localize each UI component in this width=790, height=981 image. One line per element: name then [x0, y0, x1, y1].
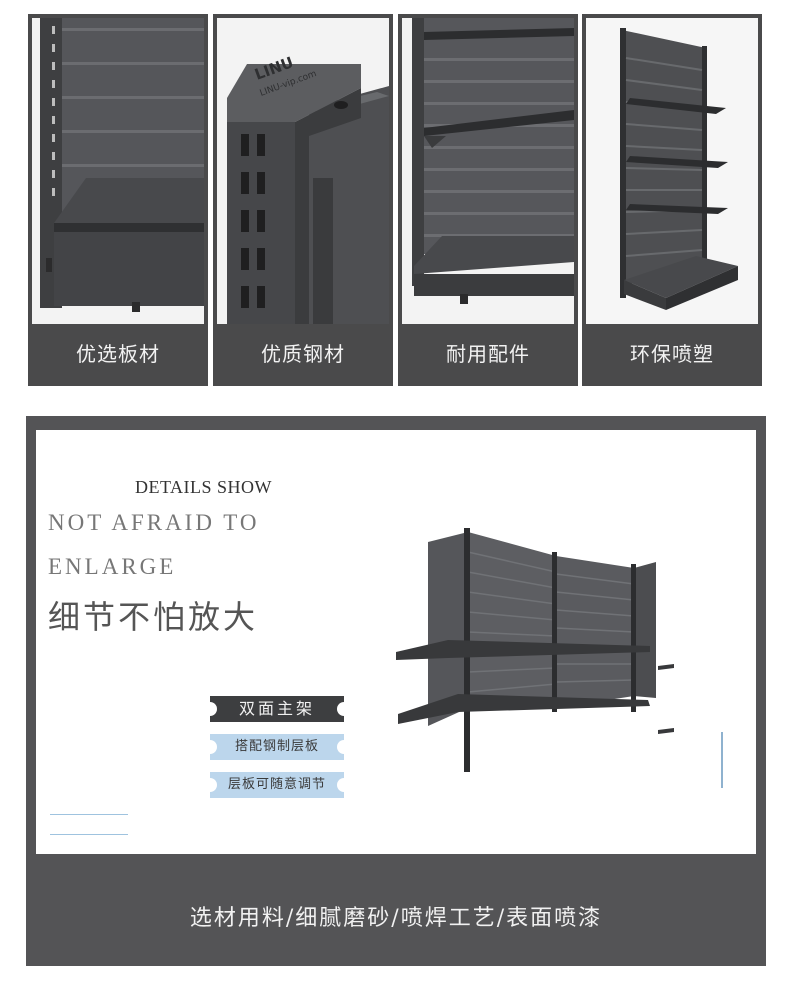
slatted-panel-photo [32, 18, 204, 324]
feature-caption: 环保喷塑 [630, 342, 714, 366]
details-section: DETAILS SHOW NOT AFRAID TO ENLARGE 细节不怕放… [26, 416, 766, 966]
single-sided-shelf-icon [586, 18, 758, 324]
feature-tag-double-sided: 双面主架 [203, 696, 351, 722]
feature-caption: 耐用配件 [446, 342, 530, 366]
steel-post-photo: LINU LINU-vip.com [217, 18, 389, 324]
steel-post-closeup-icon: LINU LINU-vip.com [217, 18, 389, 324]
details-title-cn: 细节不怕放大 [48, 598, 259, 636]
feature-card-fittings: 耐用配件 [398, 14, 578, 386]
decor-line [50, 834, 128, 835]
slatted-panel-closeup-icon [32, 18, 204, 324]
double-sided-shelf-photo [388, 512, 684, 772]
shelf-bracket-closeup-icon [402, 18, 574, 324]
details-headline-line-1: NOT AFRAID TO [48, 510, 260, 535]
details-kicker: DETAILS SHOW [135, 477, 273, 497]
feature-card-panel: 优选板材 [28, 14, 208, 386]
feature-caption: 优质钢材 [261, 342, 345, 366]
feature-card-coating: 环保喷塑 [582, 14, 762, 386]
decor-vertical-line [721, 732, 723, 788]
feature-card-steel: LINU LINU-vip.com 优质钢材 [213, 14, 393, 386]
details-footer-text: 选材用料/细腻磨砂/喷焊工艺/表面喷漆 [189, 906, 603, 931]
double-sided-shelf-icon [388, 512, 684, 772]
feature-caption: 优选板材 [76, 342, 160, 366]
single-sided-shelf-photo [586, 18, 758, 324]
details-headline-line-2: ENLARGE [48, 554, 177, 579]
shelf-bracket-photo [402, 18, 574, 324]
decor-line [50, 814, 128, 815]
details-panel: DETAILS SHOW NOT AFRAID TO ENLARGE 细节不怕放… [36, 430, 756, 854]
feature-tag-steel-shelves: 搭配钢制层板 [203, 734, 351, 760]
feature-tag-adjustable: 层板可随意调节 [203, 772, 351, 798]
